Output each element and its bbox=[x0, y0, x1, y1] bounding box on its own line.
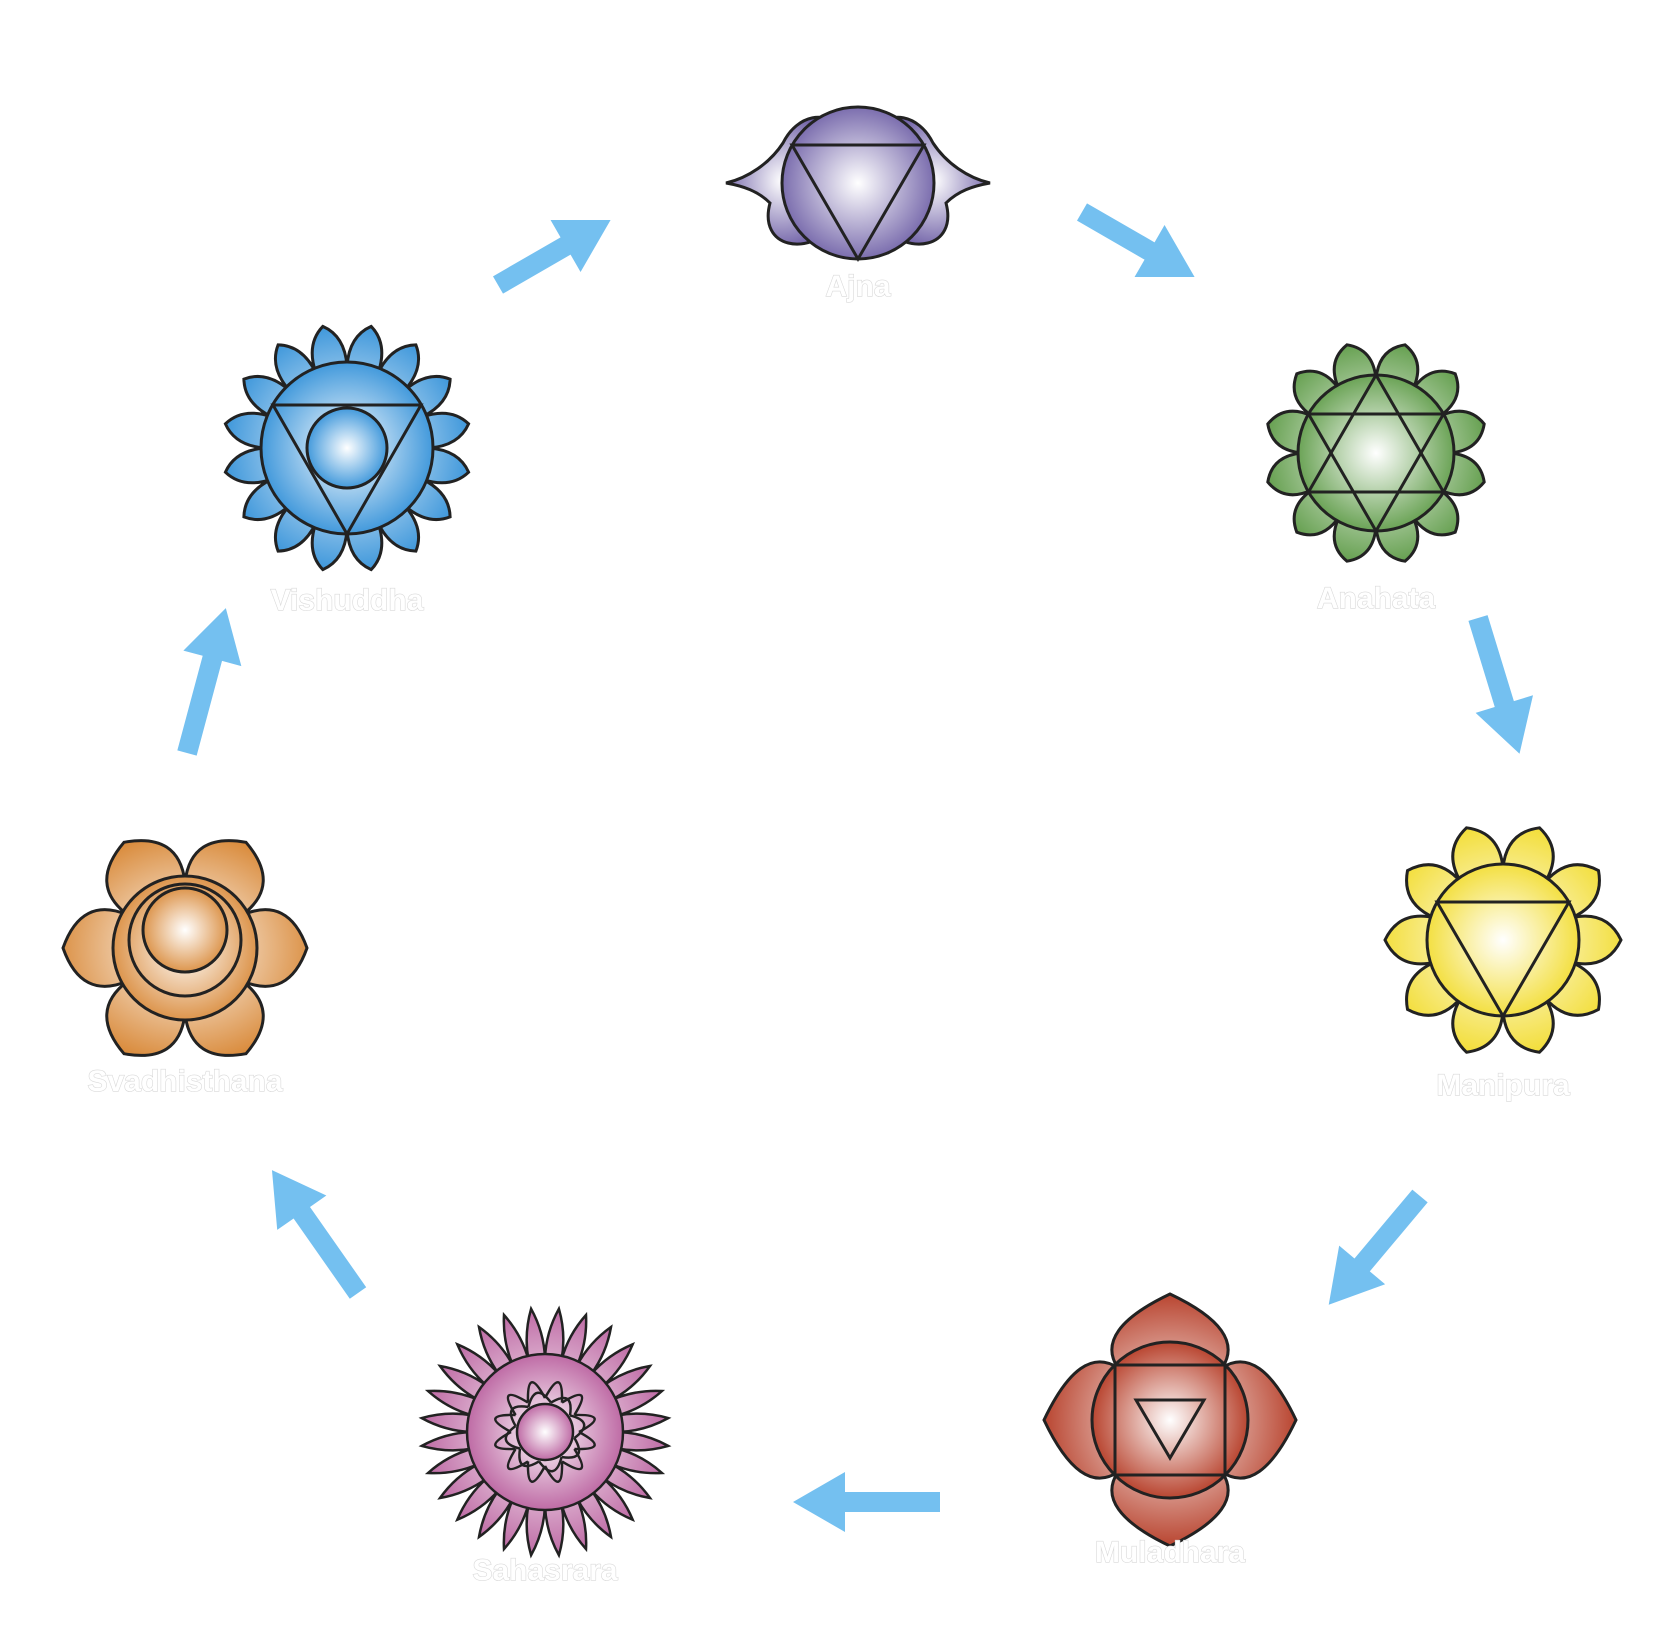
chakra-label-sahasrara: Sahasrara bbox=[472, 1554, 617, 1587]
chakra-manipura: Manipura bbox=[1383, 826, 1623, 1103]
chakra-anahata: Anahata bbox=[1266, 343, 1486, 616]
anahata-icon bbox=[1266, 343, 1486, 563]
sahasrara-inner-petal bbox=[569, 1414, 586, 1440]
sahasrara-icon bbox=[418, 1305, 672, 1559]
arrow-ajna-to-anahata bbox=[1077, 203, 1195, 277]
arrow-sahasrara-to-svadhisthana bbox=[271, 1170, 367, 1299]
chakra-label-anahata: Anahata bbox=[1317, 582, 1436, 615]
arrow-anahata-to-manipura bbox=[1468, 615, 1534, 754]
ajna-icon bbox=[725, 105, 991, 262]
chakra-label-vishuddha: Vishuddha bbox=[271, 584, 424, 617]
chakra-label-muladhara: Muladhara bbox=[1095, 1536, 1245, 1569]
chakra-svadhisthana: Svadhisthana bbox=[61, 839, 309, 1099]
chakra-sahasrara: Sahasrara bbox=[418, 1305, 672, 1588]
chakra-label-svadhisthana: Svadhisthana bbox=[87, 1065, 282, 1098]
chakra-label-ajna: Ajna bbox=[825, 270, 890, 303]
manipura-icon bbox=[1383, 826, 1623, 1054]
chakra-label-manipura: Manipura bbox=[1436, 1069, 1570, 1102]
arrow-manipura-to-muladhara bbox=[1328, 1189, 1428, 1305]
arrow-vishuddha-to-ajna bbox=[493, 220, 611, 294]
sahasrara-inner-petal bbox=[537, 1456, 563, 1473]
arrow-muladhara-to-sahasrara bbox=[793, 1472, 940, 1532]
sahasrara-inner-petal bbox=[527, 1391, 553, 1408]
vishuddha-icon bbox=[223, 324, 471, 572]
chakra-vishuddha: Vishuddha bbox=[223, 324, 471, 618]
svadhisthana-icon bbox=[61, 839, 309, 1057]
sahasrara-inner-petal bbox=[518, 1448, 540, 1468]
chakra-muladhara: Muladhara bbox=[1042, 1292, 1298, 1570]
muladhara-icon bbox=[1042, 1292, 1298, 1548]
cycle-arrows bbox=[177, 203, 1534, 1532]
sahasrara-inner-petal bbox=[550, 1396, 572, 1416]
chakra-ajna: Ajna bbox=[725, 105, 991, 304]
sahasrara-inner-petals bbox=[494, 1381, 596, 1483]
arrow-svadhisthana-to-vishuddha bbox=[177, 608, 242, 756]
sahasrara-inner-petal bbox=[504, 1424, 521, 1450]
sahasrara-inner-petal bbox=[509, 1405, 529, 1427]
sahasrara-inner-petal bbox=[561, 1437, 581, 1459]
